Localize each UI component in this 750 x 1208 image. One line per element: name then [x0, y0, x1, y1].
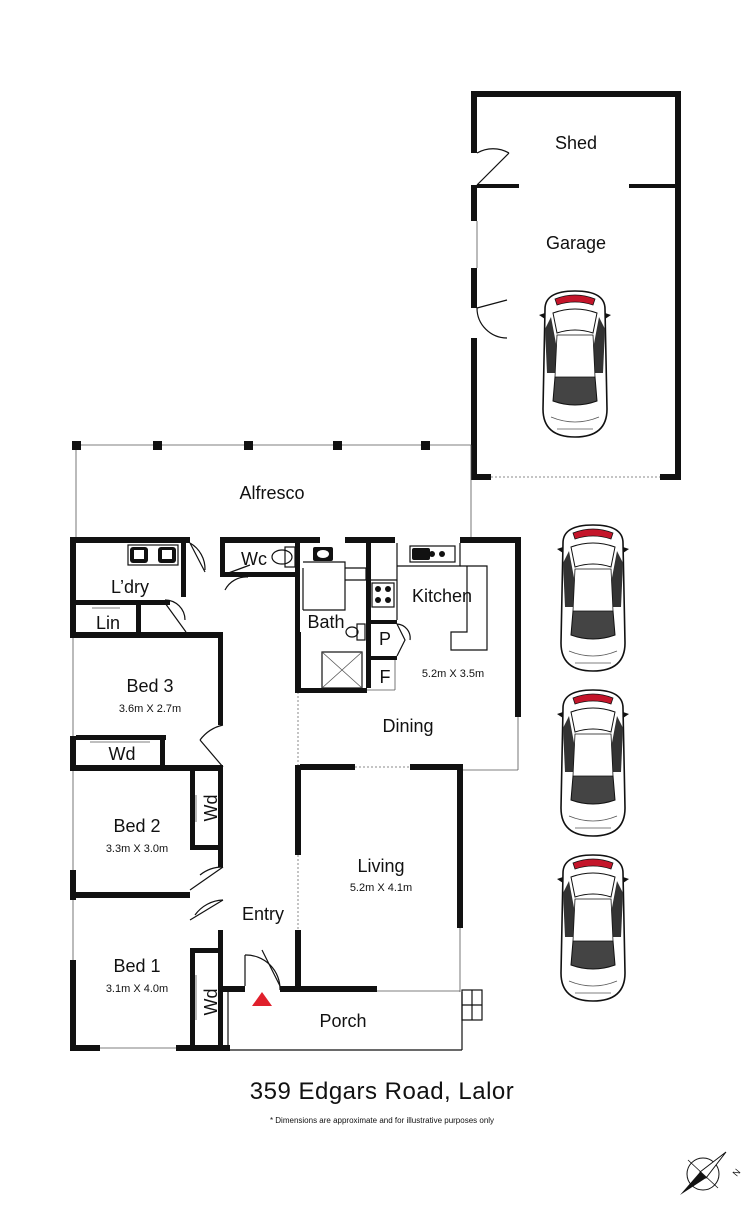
stove-icon — [371, 582, 395, 608]
wc-label: Wc — [241, 549, 267, 569]
porch-label: Porch — [319, 1011, 366, 1031]
fridge-label: F — [380, 667, 391, 687]
car-icon — [538, 290, 612, 438]
bath-sink-icon — [313, 547, 333, 561]
bed3-label: Bed 3 — [126, 676, 173, 696]
address-title: 359 Edgars Road, Lalor — [250, 1078, 515, 1105]
kitchen-label: Kitchen — [412, 586, 472, 606]
car-icon — [556, 689, 630, 837]
laundry-label: L’dry — [111, 577, 149, 597]
linen-label: Lin — [96, 613, 120, 633]
car-icon — [556, 854, 630, 1002]
bed1-label: Bed 1 — [113, 956, 160, 976]
kitchen-dims: 5.2m X 3.5m — [422, 668, 484, 680]
disclaimer-note: * Dimensions are approximate and for ill… — [270, 1116, 494, 1125]
shed-label: Shed — [555, 133, 597, 153]
svg-text:N: N — [731, 1167, 743, 1178]
garage-label: Garage — [546, 233, 606, 253]
entry-label: Entry — [242, 904, 284, 924]
garage-structure — [471, 91, 681, 480]
pantry-label: P — [379, 629, 391, 649]
bed2-wd-label: Wd — [201, 795, 221, 822]
car-icon — [556, 524, 630, 672]
alfresco-structure — [72, 441, 472, 540]
bed2-label: Bed 2 — [113, 816, 160, 836]
interior-walls — [70, 537, 488, 1050]
bath-label: Bath — [307, 612, 344, 632]
bed1-wd-label: Wd — [201, 989, 221, 1016]
toilet-icon — [271, 546, 296, 568]
bed2-dims: 3.3m X 3.0m — [106, 843, 168, 855]
bed1-dims: 3.1m X 4.0m — [106, 983, 168, 995]
bed3-dims: 3.6m X 2.7m — [119, 703, 181, 715]
toilet-bath-icon — [345, 623, 366, 641]
bed3-wd-label: Wd — [109, 744, 136, 764]
living-dims: 5.2m X 4.1m — [350, 882, 412, 894]
alfresco-label: Alfresco — [239, 483, 304, 503]
entry-arrow-icon — [252, 992, 272, 1006]
house-walls — [70, 537, 521, 1051]
sink-icon — [127, 544, 179, 566]
dining-label: Dining — [382, 716, 433, 736]
living-label: Living — [357, 856, 404, 876]
door-swings — [164, 542, 411, 991]
kitchen-sink-icon — [409, 545, 456, 563]
compass-icon: N — [680, 1151, 743, 1195]
